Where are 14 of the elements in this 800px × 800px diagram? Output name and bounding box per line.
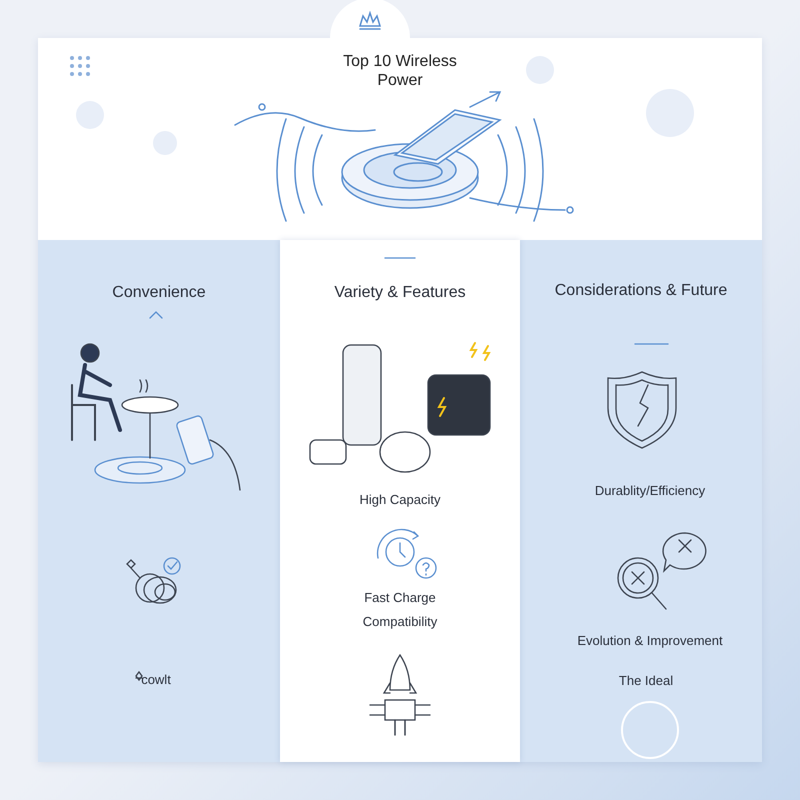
column-heading: Convenience	[111, 283, 207, 303]
title: Top 10 Wireless Power	[342, 52, 458, 90]
column-heading: Variety & Features	[333, 283, 467, 303]
column-panel	[38, 240, 280, 762]
column-panel	[280, 240, 520, 762]
item-label: Durablity/Efficiency	[594, 483, 706, 498]
item-label: cowlt	[141, 672, 171, 687]
item-label: The Ideal	[618, 673, 674, 688]
item-label: Fast Charge	[364, 590, 436, 605]
item-label: Compatibility	[362, 614, 438, 629]
column-panel	[520, 240, 762, 762]
item-label: High Capacity	[360, 492, 440, 507]
item-label: Evolution & Improvement	[577, 633, 723, 648]
column-heading: Considerations & Future	[554, 281, 728, 301]
